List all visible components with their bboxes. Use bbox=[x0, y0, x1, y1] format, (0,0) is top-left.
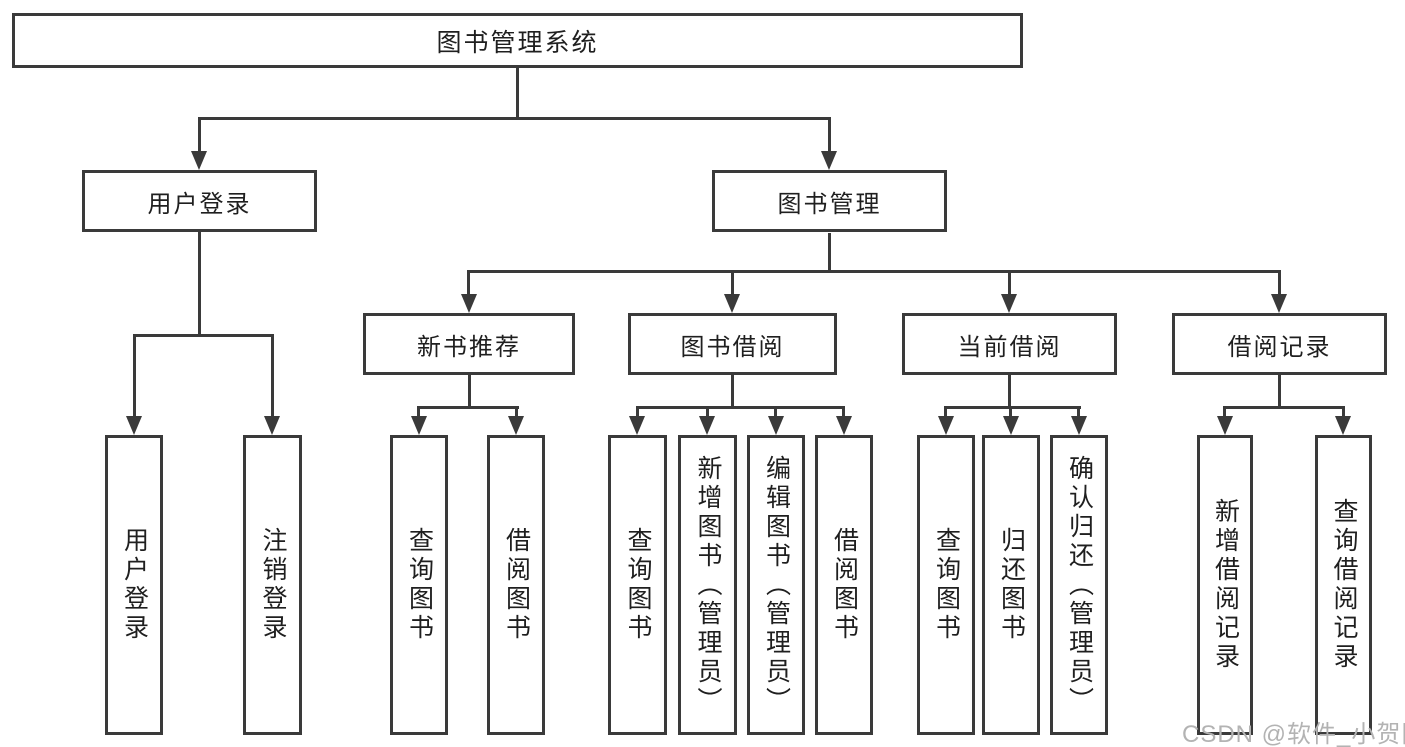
connector-line bbox=[1223, 406, 1226, 418]
node-current-borrowing: 当前借阅 bbox=[902, 313, 1117, 375]
connector-line bbox=[133, 334, 274, 337]
connector-arrow bbox=[1271, 294, 1287, 313]
connector-line bbox=[198, 117, 201, 152]
connector-line bbox=[828, 117, 831, 152]
node-add-books-admin: 新增图书（管理员） bbox=[678, 435, 737, 735]
connector-arrow bbox=[768, 416, 784, 435]
connector-line bbox=[944, 406, 1081, 409]
connector-line bbox=[467, 270, 470, 296]
node-edit-books-admin: 编辑图书（管理员） bbox=[747, 435, 805, 735]
connector-arrow bbox=[126, 416, 142, 435]
connector-line bbox=[731, 270, 734, 296]
connector-line bbox=[1223, 406, 1345, 409]
node-query-books-recommend: 查询图书 bbox=[390, 435, 448, 735]
node-query-books-current: 查询图书 bbox=[917, 435, 975, 735]
connector-line bbox=[417, 406, 420, 418]
node-new-book-recommendation: 新书推荐 bbox=[363, 313, 575, 375]
connector-arrow bbox=[938, 416, 954, 435]
connector-line bbox=[417, 406, 519, 409]
connector-arrow bbox=[629, 416, 645, 435]
connector-line bbox=[133, 334, 136, 417]
node-return-books: 归还图书 bbox=[982, 435, 1040, 735]
connector-arrow bbox=[1001, 294, 1017, 313]
node-library-management-system: 图书管理系统 bbox=[12, 13, 1023, 68]
connector-arrow bbox=[1071, 416, 1087, 435]
node-borrow-books-recommend: 借阅图书 bbox=[487, 435, 545, 735]
connector-line bbox=[636, 406, 845, 409]
connector-line bbox=[731, 375, 734, 409]
node-user-login-leaf: 用户登录 bbox=[105, 435, 163, 735]
connector-line bbox=[1278, 375, 1281, 409]
connector-line bbox=[636, 406, 639, 418]
node-confirm-return-admin: 确认归还（管理员） bbox=[1050, 435, 1108, 735]
connector-arrow bbox=[264, 416, 280, 435]
node-query-borrow-record: 查询借阅记录 bbox=[1315, 435, 1372, 735]
connector-line bbox=[468, 375, 471, 409]
node-user-login: 用户登录 bbox=[82, 170, 317, 232]
connector-line bbox=[1342, 406, 1345, 418]
connector-line bbox=[706, 406, 709, 418]
node-borrow-books: 借阅图书 bbox=[815, 435, 873, 735]
connector-line bbox=[1008, 375, 1011, 409]
connector-arrow bbox=[1217, 416, 1233, 435]
connector-line bbox=[515, 406, 518, 418]
csdn-watermark: CSDN @软件_小贺同学 bbox=[1182, 721, 1405, 747]
connector-line bbox=[842, 406, 845, 418]
connector-arrow bbox=[699, 416, 715, 435]
connector-line bbox=[828, 233, 831, 271]
connector-arrow bbox=[508, 416, 524, 435]
node-add-borrow-record: 新增借阅记录 bbox=[1197, 435, 1253, 735]
connector-line bbox=[198, 232, 201, 335]
node-logout: 注销登录 bbox=[243, 435, 302, 735]
connector-arrow bbox=[1335, 416, 1351, 435]
connector-arrow bbox=[821, 151, 837, 170]
connector-arrow bbox=[724, 294, 740, 313]
connector-arrow bbox=[461, 294, 477, 313]
node-query-books-borrowing: 查询图书 bbox=[608, 435, 667, 735]
connector-line bbox=[774, 406, 777, 418]
connector-arrow bbox=[411, 416, 427, 435]
connector-line bbox=[1009, 406, 1012, 418]
connector-line bbox=[1008, 270, 1011, 296]
connector-line bbox=[271, 334, 274, 417]
connector-line bbox=[467, 270, 1281, 273]
connector-line bbox=[944, 406, 947, 418]
node-borrowing-records: 借阅记录 bbox=[1172, 313, 1387, 375]
connector-arrow bbox=[191, 151, 207, 170]
node-book-management: 图书管理 bbox=[712, 170, 947, 232]
node-book-borrowing: 图书借阅 bbox=[628, 313, 837, 375]
connector-line bbox=[1278, 270, 1281, 296]
connector-line bbox=[198, 117, 831, 120]
connector-arrow bbox=[1003, 416, 1019, 435]
connector-line bbox=[516, 68, 519, 119]
connector-line bbox=[1077, 406, 1080, 418]
connector-arrow bbox=[836, 416, 852, 435]
